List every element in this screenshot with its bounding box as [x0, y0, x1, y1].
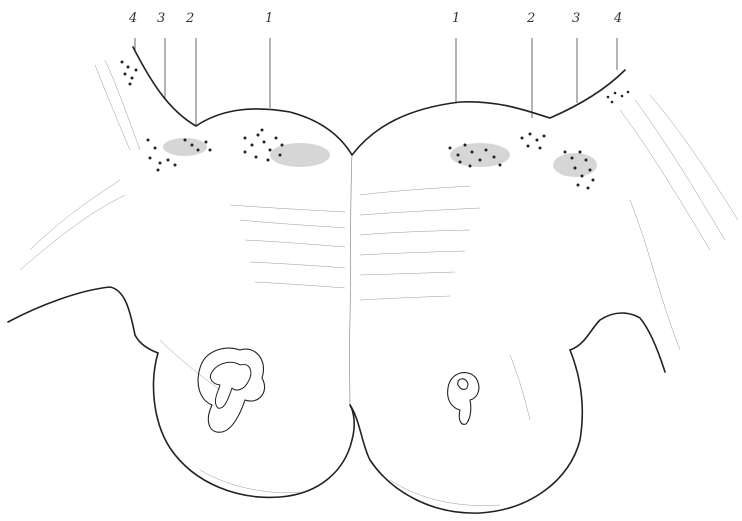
- label-right-4: 4: [613, 11, 622, 26]
- label-right-2: 2: [526, 11, 535, 26]
- shaded-regions: [163, 138, 597, 177]
- right-ventral-lobe: [350, 350, 582, 513]
- left-dorsal-contour: [133, 47, 352, 155]
- leader-lines: [135, 38, 617, 125]
- left-labels: 4 3 2 1: [128, 11, 273, 26]
- label-right-3: 3: [572, 11, 580, 26]
- right-labels: 1 2 3 4: [452, 11, 622, 26]
- label-right-1: 1: [452, 11, 460, 26]
- label-left-1: 1: [265, 11, 273, 26]
- label-left-2: 2: [185, 11, 194, 26]
- right-lesion: [448, 373, 479, 425]
- median-fissure: [350, 155, 352, 405]
- label-left-4: 4: [128, 11, 137, 26]
- shade-right-3: [553, 153, 597, 177]
- left-lateral-edge: [8, 287, 158, 353]
- right-lateral-edge: [570, 313, 665, 372]
- lesion-outlines: [198, 348, 479, 432]
- left-ventral-lobe: [154, 353, 355, 497]
- section-outline: [8, 47, 665, 513]
- fibre-hatching: [20, 60, 738, 506]
- label-left-3: 3: [157, 11, 165, 26]
- right-dorsal-contour: [352, 70, 625, 155]
